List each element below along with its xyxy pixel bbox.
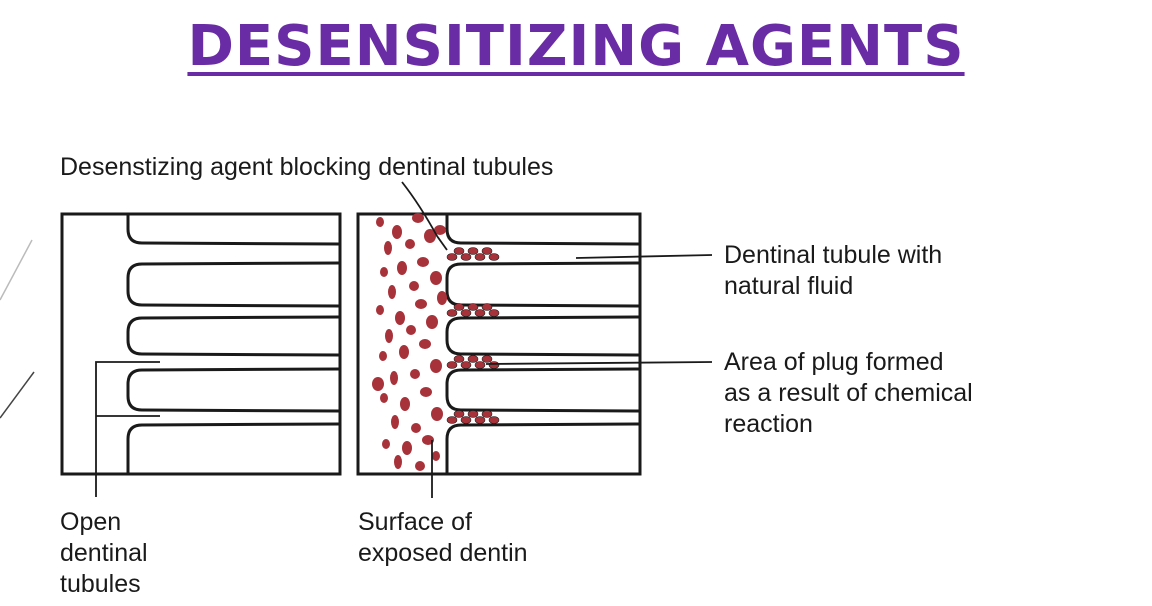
left-dentin-segment: [126, 261, 341, 308]
tubule-plug-particle: [467, 410, 479, 418]
agent-particle: [411, 423, 421, 433]
agent-particle: [392, 225, 402, 239]
right-dentin-segment: [445, 315, 641, 357]
agent-particle: [388, 285, 396, 299]
agent-particle: [385, 329, 393, 343]
tubule-plug-particle: [474, 253, 486, 261]
right-panel-frame: [356, 212, 642, 476]
decorative-accent-line: [0, 239, 33, 301]
tubule-plug-particle: [453, 247, 465, 255]
right-dentin-segment: [445, 214, 641, 246]
agent-particle: [420, 387, 432, 397]
tubule-plug-particle: [467, 355, 479, 363]
right-dentin-segment: [445, 261, 641, 308]
leader-open-tubules: [95, 361, 160, 497]
agent-particle: [380, 393, 388, 403]
desensitizing-agent-particles: [372, 213, 500, 471]
tubule-plug-particle: [488, 253, 500, 261]
agent-particle: [419, 339, 431, 349]
right-dentin-segment: [445, 367, 641, 413]
agent-particle: [391, 415, 399, 429]
left-dentin-segment: [126, 315, 341, 357]
agent-particle: [432, 451, 440, 461]
agent-particle: [399, 345, 409, 359]
agent-particle: [412, 213, 424, 223]
agent-particle: [434, 225, 446, 235]
leader-agent-blocking: [401, 181, 448, 251]
tubule-plug-particle: [446, 416, 458, 424]
agent-particle: [410, 369, 420, 379]
leader-tubule-fluid: [575, 254, 713, 259]
left-panel-frame: [60, 212, 342, 476]
tubule-plug-particle: [453, 303, 465, 311]
slide-title: DESENSITIZING AGENTS: [187, 14, 965, 79]
agent-particle: [379, 351, 387, 361]
left-dentin-panel: [60, 212, 342, 476]
agent-particle: [400, 397, 410, 411]
tubule-plug-particle: [460, 416, 472, 424]
tubule-plug-particle: [460, 361, 472, 369]
tubule-plug-particle: [481, 410, 493, 418]
agent-particle: [409, 281, 419, 291]
label-agent-blocking: Desenstizing agent blocking dentinal tub…: [60, 153, 554, 181]
agent-particle: [431, 407, 443, 421]
label-plug-area: Area of plug formed as a result of chemi…: [724, 348, 973, 438]
tubule-plug-particle: [488, 416, 500, 424]
agent-particle: [376, 217, 384, 227]
tubule-plug-particle: [474, 309, 486, 317]
tubule-plug-particle: [488, 361, 500, 369]
left-dentin-segment: [126, 422, 341, 474]
agent-particle: [406, 325, 416, 335]
agent-particle: [382, 439, 390, 449]
label-open-tubules: Open dentinal tubules: [60, 508, 148, 598]
tubule-plug-particle: [481, 355, 493, 363]
agent-particle: [395, 311, 405, 325]
agent-particle: [426, 315, 438, 329]
tubule-plug-particle: [474, 361, 486, 369]
agent-particle: [384, 241, 392, 255]
label-exposed-dentin: Surface of exposed dentin: [358, 508, 528, 567]
left-dentin-segment: [126, 367, 341, 413]
tubule-plug-particle: [460, 253, 472, 261]
agent-particle: [430, 359, 442, 373]
leader-lines: [95, 181, 713, 498]
tubule-plug-particle: [453, 355, 465, 363]
tubule-plug-particle: [467, 247, 479, 255]
leader-plug-area: [485, 361, 713, 365]
agent-particle: [415, 461, 425, 471]
agent-particle: [422, 435, 434, 445]
agent-particle: [402, 441, 412, 455]
label-tubule-fluid: Dentinal tubule with natural fluid: [724, 241, 943, 300]
tubule-plug-particle: [446, 309, 458, 317]
tubule-plug-particle: [467, 303, 479, 311]
agent-particle: [397, 261, 407, 275]
agent-particle: [394, 455, 402, 469]
agent-particle: [415, 299, 427, 309]
tubule-plug-particle: [474, 416, 486, 424]
right-dentin-panel: [356, 212, 642, 476]
decorative-accent-line: [0, 371, 35, 419]
agent-particle: [430, 271, 442, 285]
tubule-plug-particle: [460, 309, 472, 317]
agent-particle: [437, 291, 447, 305]
left-dentin-segment: [126, 214, 341, 246]
agent-particle: [417, 257, 429, 267]
agent-particle: [372, 377, 384, 391]
tubule-plug-particle: [488, 309, 500, 317]
agent-particle: [380, 267, 388, 277]
tubule-plug-particle: [446, 253, 458, 261]
agent-particle: [424, 229, 436, 243]
agent-particle: [390, 371, 398, 385]
agent-particle: [376, 305, 384, 315]
tubule-plug-particle: [481, 247, 493, 255]
tubule-plug-particle: [481, 303, 493, 311]
tubule-plug-particle: [446, 361, 458, 369]
tubule-plug-particle: [453, 410, 465, 418]
agent-particle: [405, 239, 415, 249]
right-dentin-segment: [445, 422, 641, 474]
